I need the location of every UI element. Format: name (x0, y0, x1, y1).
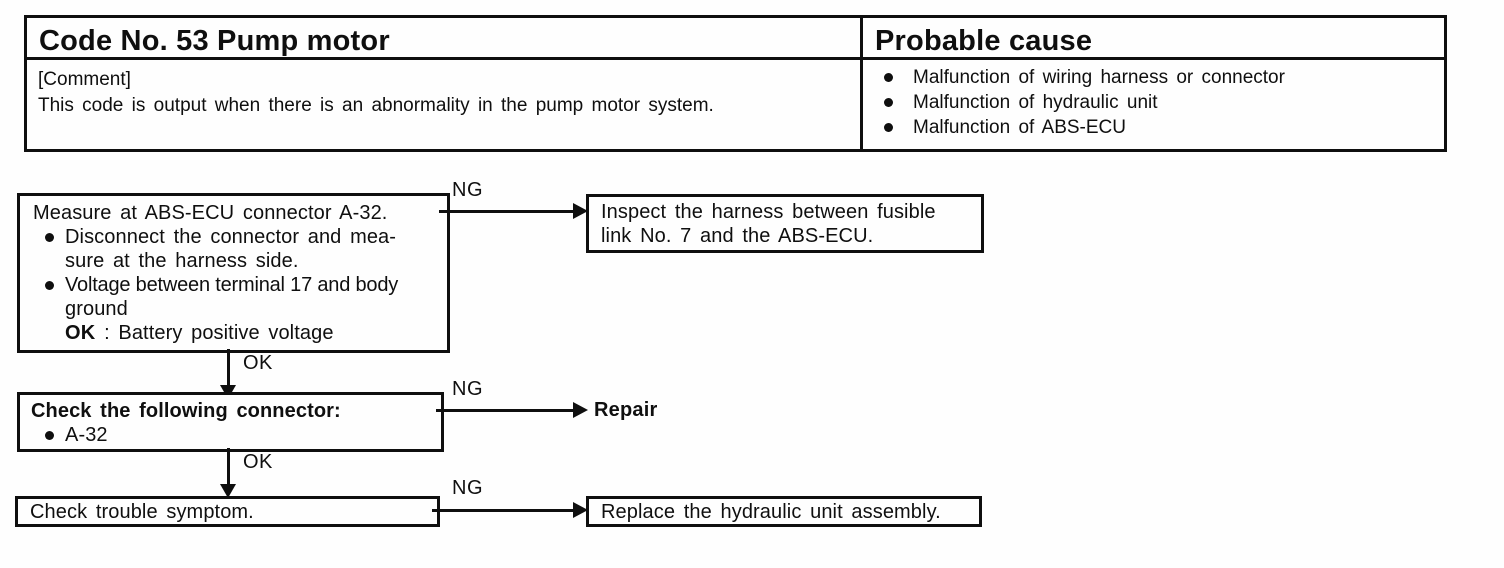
probable-cause-text: Malfunction of wiring harness or connect… (913, 67, 1285, 88)
arrow-right-icon (573, 203, 588, 219)
probable-cause-text: Malfunction of hydraulic unit (913, 92, 1158, 113)
step2-title: Check the following connector: (31, 400, 341, 422)
list-item: Malfunction of ABS-ECU (863, 115, 1434, 140)
probable-cause-title: Probable cause (875, 25, 1093, 57)
step2-bullet: A-32 (31, 423, 441, 447)
comment-text: This code is output when there is an abn… (38, 95, 714, 116)
step1-bullet2-text: Voltage between terminal 17 and body (65, 274, 399, 296)
probable-cause-header-cell: Probable cause (863, 18, 1444, 60)
flow-step1-box: Measure at ABS-ECU connector A-32. Disco… (17, 193, 450, 353)
ng-action-text: Replace the hydraulic unit assembly. (601, 500, 941, 523)
flow-step1-ng-action-box: Inspect the harness between fusible link… (586, 194, 984, 253)
ok-label: OK (243, 352, 273, 374)
bullet-icon (884, 123, 893, 132)
arrow-right-icon (573, 502, 588, 518)
step1-bullet2-cont: ground (65, 298, 128, 320)
arrow-line (439, 210, 575, 213)
step1-bullet1: Disconnect the connector and mea- (33, 225, 447, 249)
ok-label: OK (243, 451, 273, 473)
step3-title: Check trouble symptom. (30, 500, 254, 523)
probable-cause-text: Malfunction of ABS-ECU (913, 117, 1126, 138)
flow-step3-ng-action-box: Replace the hydraulic unit assembly. (586, 496, 982, 527)
list-item: Malfunction of hydraulic unit (863, 90, 1434, 115)
probable-cause-list: Malfunction of wiring harness or connect… (863, 60, 1444, 149)
step1-bullet2: Voltage between terminal 17 and body (33, 273, 447, 297)
ok-key: OK (65, 322, 96, 344)
ok-value: : Battery positive voltage (95, 322, 334, 344)
repair-action-label: Repair (594, 399, 658, 421)
arrow-line (436, 409, 573, 412)
bullet-icon (884, 73, 893, 82)
code-info-table: Code No. 53 Pump motor Probable cause [C… (24, 15, 1447, 152)
step1-ok-spec: OK : Battery positive voltage (33, 321, 447, 345)
arrow-line (227, 448, 230, 485)
step1-title: Measure at ABS-ECU connector A-32. (33, 202, 388, 224)
ng-label: NG (452, 477, 483, 499)
bullet-icon (884, 98, 893, 107)
step1-bullet1-cont: sure at the harness side. (65, 250, 299, 272)
arrow-right-icon (573, 402, 588, 418)
arrow-line (227, 349, 230, 386)
step1-bullet1-text: Disconnect the connector and mea- (65, 226, 397, 248)
ng-action-text: link No. 7 and the ABS-ECU. (601, 225, 874, 247)
bullet-icon (45, 431, 54, 440)
list-item: Malfunction of wiring harness or connect… (863, 65, 1434, 90)
flow-step2-box: Check the following connector: A-32 (17, 392, 444, 452)
ng-action-text: Inspect the harness between fusible (601, 201, 936, 223)
bullet-icon (45, 233, 54, 242)
bullet-icon (45, 281, 54, 290)
code-title: Code No. 53 Pump motor (39, 25, 390, 57)
ng-label: NG (452, 378, 483, 400)
arrow-down-icon (220, 484, 236, 498)
comment-label: [Comment] (38, 69, 131, 90)
ng-label: NG (452, 179, 483, 201)
arrow-line (432, 509, 573, 512)
flow-step3-box: Check trouble symptom. (15, 496, 440, 527)
step2-bullet-text: A-32 (65, 424, 108, 446)
code-title-cell: Code No. 53 Pump motor (27, 18, 863, 60)
comment-cell: [Comment] This code is output when there… (27, 60, 863, 149)
